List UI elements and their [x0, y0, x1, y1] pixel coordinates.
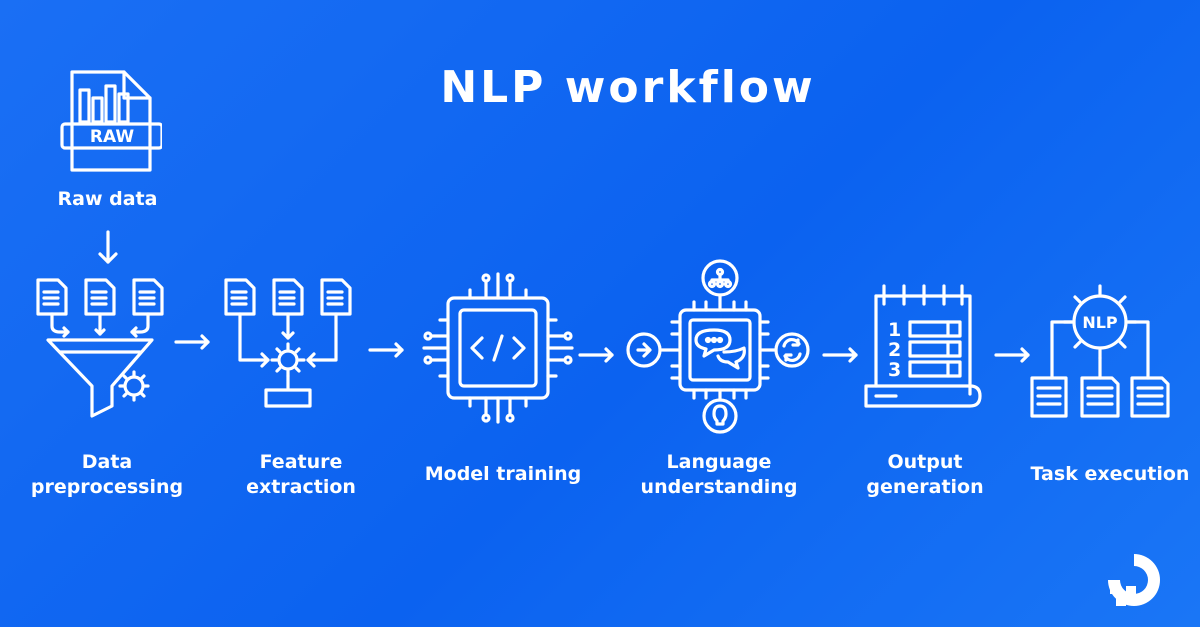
preprocessing-funnel-icon — [36, 278, 164, 418]
arrow-right-icon — [368, 342, 404, 358]
arrow-down-icon — [98, 230, 118, 264]
raw-file-icon: RAW — [60, 70, 162, 172]
arrow-right-icon — [578, 347, 614, 363]
output-generation-icon: 1 2 3 — [864, 284, 982, 408]
arrow-right-icon — [994, 347, 1030, 363]
brand-logo-icon — [1108, 554, 1160, 606]
raw-badge-text: RAW — [90, 127, 134, 147]
arrow-right-icon — [174, 334, 210, 350]
model-training-chip-icon — [422, 272, 574, 424]
task-execution-icon: NLP — [1030, 284, 1170, 418]
diagram-title: NLP workflow — [440, 62, 816, 113]
language-understanding-icon — [626, 259, 810, 434]
arrow-right-icon — [822, 347, 858, 363]
feature-extraction-icon — [224, 278, 352, 408]
number-2-text: 2 — [888, 339, 901, 361]
raw-data-label: Raw data — [57, 188, 158, 210]
step-label-task-execution: Task execution — [1030, 463, 1190, 485]
number-1-text: 1 — [888, 319, 901, 341]
number-3-text: 3 — [888, 359, 901, 381]
step-label-model-training: Model training — [424, 463, 582, 485]
nlp-gear-text: NLP — [1082, 313, 1118, 332]
